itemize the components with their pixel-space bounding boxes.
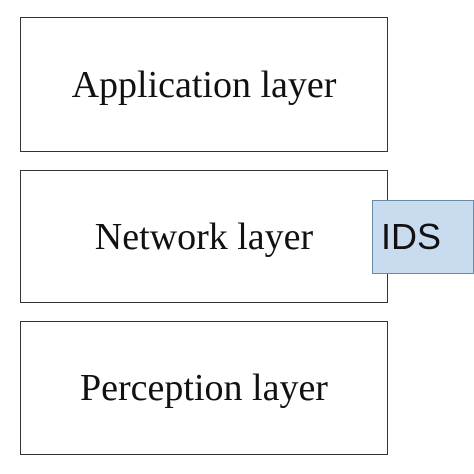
network-layer-label: Network layer <box>94 215 314 258</box>
ids-box: IDS <box>372 200 474 274</box>
perception-layer-label: Perception layer <box>80 367 328 409</box>
network-layer-box: Network layer <box>20 170 388 303</box>
application-layer-label: Application layer <box>71 63 337 106</box>
perception-layer-box: Perception layer <box>20 321 388 455</box>
application-layer-box: Application layer <box>20 17 388 152</box>
ids-label: IDS <box>381 216 442 257</box>
